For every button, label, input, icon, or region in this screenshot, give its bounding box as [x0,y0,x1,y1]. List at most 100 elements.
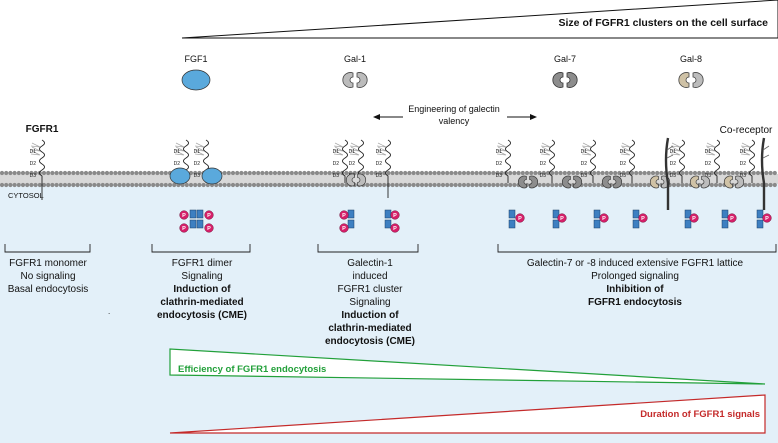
lipid-head-outer [722,170,727,176]
lipid-head-inner [268,182,273,188]
kinase-domain [196,209,204,219]
domain-label-d2: D2 [349,161,356,167]
lipid-head-inner [201,182,206,188]
lipid-head-inner [163,182,168,188]
lipid-head-inner [335,182,341,188]
lipid-head-outer [293,170,299,176]
phosphate-label: P [182,213,186,219]
lipid-head-inner [159,182,164,188]
receptor-stalk [629,139,635,183]
lipid-head-outer [579,170,584,176]
phosphate-group [204,210,214,220]
lipid-head-outer [319,170,324,176]
lipid-head-outer [159,170,164,176]
lipid-head-inner [298,182,303,188]
lipid-head-outer [550,170,555,176]
glycan-branch [620,150,631,156]
lipid-head-outer [285,170,290,176]
coreceptor-glycan [762,145,770,159]
galectin-crd-right [529,175,539,189]
lipid-head-outer [125,170,131,176]
lipid-head-outer [344,170,349,176]
lipid-head-inner [310,182,315,188]
fgf1-label: FGF1 [184,54,207,64]
lipid-head-outer [680,170,685,176]
gal8-label: Gal-8 [680,54,702,64]
glycan-branch [740,150,751,156]
lipid-head-outer [436,170,441,176]
domain-label-d1: D1 [194,149,201,155]
lipid-head-outer [369,170,374,176]
lipid-head-inner [638,182,643,188]
glycan-branch [30,142,41,148]
lipid-head-outer [33,170,38,176]
domain-label-d2: D2 [581,161,588,167]
lipid-head-inner [676,182,681,188]
galectin-crd-right [357,173,367,187]
lipid-head-outer [524,170,530,176]
galectin-crd-right [356,72,368,88]
lipid-head-inner [109,182,114,188]
lipid-head-outer [604,170,609,176]
domain-label-d2: D2 [705,161,712,167]
receptor-stalk [39,139,45,183]
lipid-head-inner [466,182,471,188]
receptor-stalk [505,139,511,183]
lipid-head-outer [768,170,773,176]
kinase-domain [593,219,601,229]
domain-label-d3: D3 [376,173,383,179]
phosphate-label: P [765,216,769,222]
lipid-head-outer [260,170,265,176]
galectin-crd-right [573,175,583,189]
kinase-domain [632,209,640,219]
galectin-crd-right [735,175,745,189]
lipid-head-inner [138,182,143,188]
bound-galectin-icon [517,175,539,189]
lipid-head-inner [587,182,593,188]
lipid-head-inner [537,182,542,188]
lipid-head-inner [474,182,479,188]
domain-label-d1: D1 [620,149,627,155]
lipid-head-inner [377,182,383,188]
lipid-head-outer [155,170,160,176]
lipid-head-outer [100,170,105,176]
efficiency-label: Efficiency of FGFR1 endocytosis [178,364,326,375]
lipid-head-inner [167,182,173,188]
lipid-head-outer [419,170,425,176]
kinase-domain [384,209,392,219]
lipid-head-outer [0,170,5,176]
lipid-head-inner [680,182,685,188]
receptor-stalk [342,139,348,183]
lipid-head-outer [508,170,513,176]
lipid-head-outer [596,170,601,176]
lipid-head-outer [272,170,278,176]
lipid-head-inner [495,182,500,188]
lipid-head-outer [659,170,664,176]
phosphate-group [762,213,772,223]
domain-label-d1: D1 [581,149,588,155]
receptor-stalk [385,139,391,183]
domain-label-d3: D3 [194,173,201,179]
receptor-stalk [549,139,555,183]
lipid-head-outer [650,170,656,176]
lipid-head-inner [365,182,370,188]
galectin-crd-left [342,72,354,88]
kinase-domain [347,209,355,219]
lipid-head-outer [134,170,139,176]
lipid-head-inner [134,182,139,188]
lipid-head-inner [394,182,399,188]
lipid-head-inner [583,182,588,188]
lipid-head-outer [75,170,80,176]
bound-galectin-icon [689,175,711,189]
lipid-head-outer [323,170,328,176]
gal7-label: Gal-7 [554,54,576,64]
lipid-head-outer [655,170,660,176]
domain-label-d1: D1 [740,149,747,155]
lipid-head-outer [533,170,538,176]
lipid-head-outer [25,170,30,176]
glycan-branch [540,142,551,148]
glycan-branch [540,150,551,156]
lipid-head-inner [482,182,488,188]
